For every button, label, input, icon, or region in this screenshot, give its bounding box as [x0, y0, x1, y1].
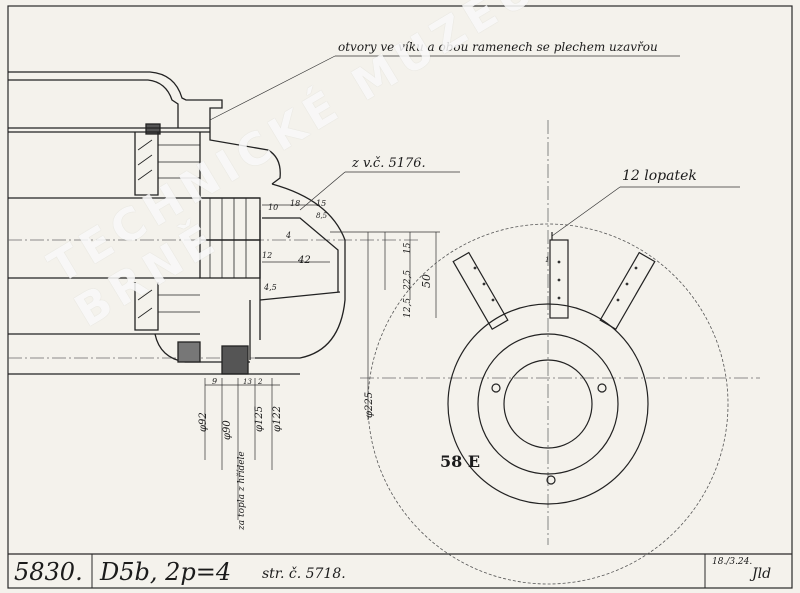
dim-15: 15 [316, 199, 326, 208]
dim-d90: φ90 [222, 420, 233, 440]
center-mark: 58 E [440, 452, 481, 471]
side-note: za topla z hřídele [236, 451, 247, 531]
sheet-border [7, 5, 793, 589]
dim-d225: φ225 [364, 392, 375, 418]
dim-10: 10 [268, 203, 278, 212]
dim-13: 13 [243, 378, 252, 386]
dim-18: 18 [290, 199, 300, 208]
signature: Jld [752, 566, 772, 582]
fan-front-view [367, 223, 729, 585]
blades-label: 12 lopatek [622, 168, 697, 184]
dim-15-v: 15 [403, 242, 413, 254]
dim-9: 9 [212, 377, 217, 386]
date: 18./3.24. [712, 557, 753, 567]
dim-4: 4 [285, 231, 291, 240]
drawing-number: 5830. [14, 558, 83, 586]
section-view [8, 71, 346, 375]
dim-8-5: 8,5 [316, 212, 328, 220]
dimension-lines [204, 55, 740, 520]
ref-number: z v.č. 5176. [352, 156, 426, 171]
page-ref: str. č. 5718. [262, 566, 346, 582]
dim-50: 50 [420, 274, 433, 288]
blade-rivets [473, 260, 638, 302]
dim-2: 2 [257, 378, 263, 386]
machine-type: D5b, 2p=4 [100, 558, 232, 586]
dim-42: 42 [297, 255, 311, 266]
dim-d125: φ125 [254, 406, 265, 432]
dim-12: 12 [262, 251, 272, 260]
note-top: otvory ve víku a obou ramenech se pleche… [338, 40, 658, 54]
dim-1: 1 [545, 256, 549, 264]
dim-d92: φ92 [198, 412, 209, 432]
dim-4-5: 4,5 [263, 283, 277, 292]
dim-12-5: 12,5 [403, 298, 413, 318]
dim-d122: φ122 [272, 406, 283, 432]
dim-22-5: 22,5 [403, 270, 413, 291]
